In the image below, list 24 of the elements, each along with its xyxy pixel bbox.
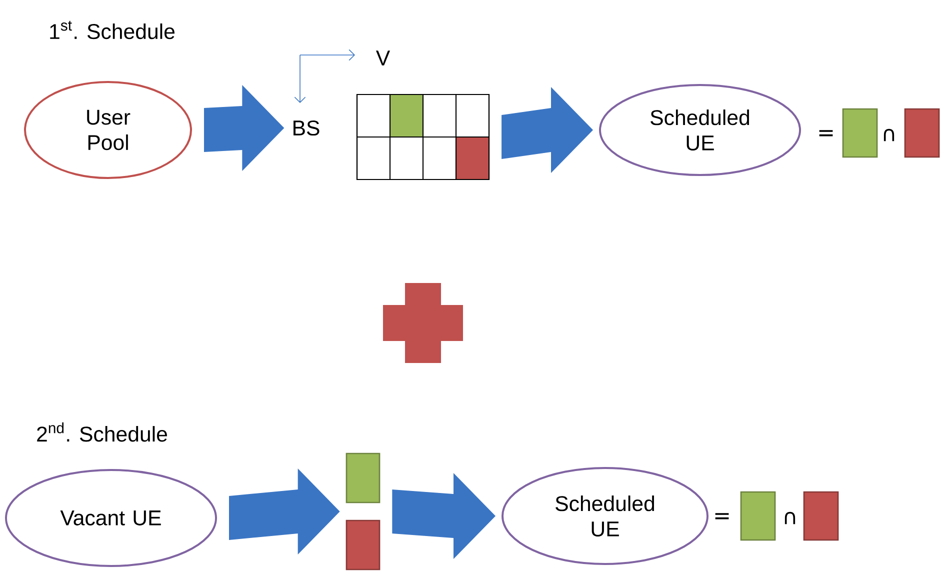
- ellipse-node: Scheduled UE: [599, 84, 801, 176]
- axis-label: V: [376, 50, 390, 66]
- node-label: BS: [294, 120, 320, 136]
- resource-block: [842, 108, 878, 158]
- operator-symbol: ∩: [884, 128, 894, 142]
- resource-block: [904, 108, 940, 158]
- resource-block: [346, 452, 380, 504]
- section-heading: 1$^{st}$. Schedule: [50, 20, 174, 40]
- resource-grid: [356, 94, 490, 180]
- block-arrow: [229, 468, 340, 554]
- operator-symbol: ∩: [784, 512, 796, 524]
- ellipse-node: Vacant UE: [5, 469, 217, 567]
- ellipse-node: Scheduled UE: [502, 467, 708, 565]
- resource-block: [740, 491, 776, 541]
- plus-sign: [383, 283, 463, 363]
- operator-symbol: =: [715, 513, 729, 520]
- operator-symbol: =: [819, 130, 833, 136]
- section-heading: 2$^{nd}$. Schedule: [37, 422, 167, 442]
- resource-block: [346, 520, 380, 570]
- ellipse-node: User Pool: [24, 81, 192, 179]
- block-arrow: [392, 473, 496, 559]
- resource-block: [803, 491, 839, 541]
- block-arrow: [204, 85, 284, 171]
- block-arrow: [502, 87, 593, 173]
